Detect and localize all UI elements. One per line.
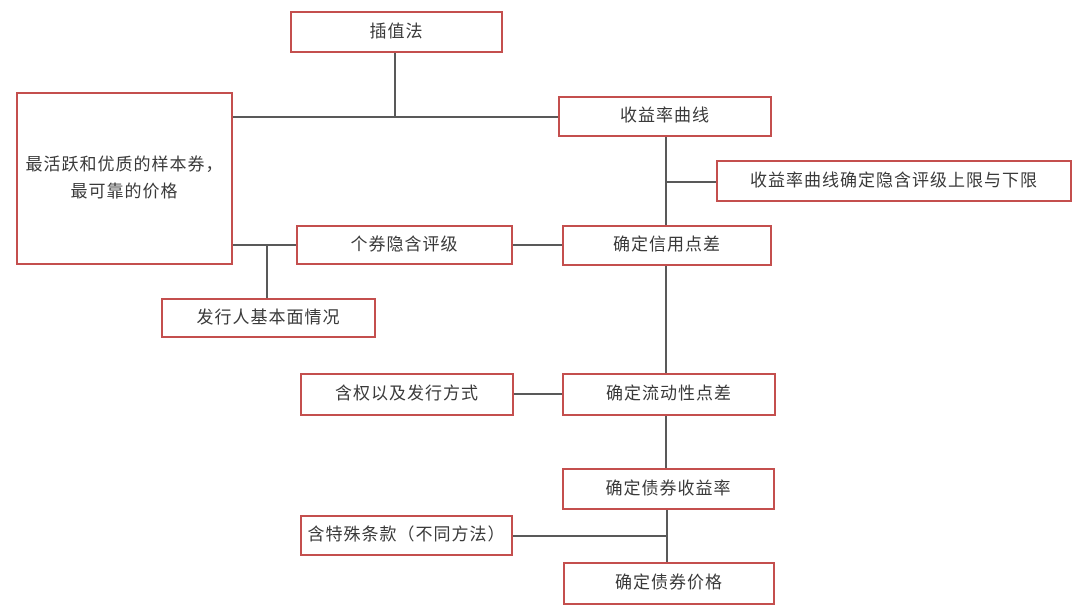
node-implied-rating: 个券隐含评级 [296,225,513,265]
connector-liquidity-to-bondyield [665,416,667,468]
connector-bondyield-to-bondprice [666,510,668,563]
node-sample-bonds: 最活跃和优质的样本券， 最可靠的价格 [16,92,233,265]
node-bond-price: 确定债券价格 [563,562,775,605]
connector-impliedrating-to-creditspread [513,244,562,246]
node-credit-spread: 确定信用点差 [562,225,772,266]
connector-option-to-liquidity [514,393,562,395]
node-bond-yield: 确定债券收益率 [562,468,775,510]
node-yield-curve: 收益率曲线 [558,96,772,137]
connector-branch-to-issuerfundamentals [266,245,268,298]
node-issuer-fundamentals: 发行人基本面情况 [161,298,376,338]
node-rating-bounds: 收益率曲线确定隐含评级上限与下限 [716,160,1072,202]
connector-branch-to-ratingbounds [666,181,716,183]
connector-specialclauses-join [513,535,667,537]
connector-samplebonds-to-yieldcurve [233,116,558,118]
connector-samplebonds-to-impliedrating [233,244,296,246]
node-option-issuance: 含权以及发行方式 [300,373,514,416]
node-liquidity-spread: 确定流动性点差 [562,373,776,416]
connector-interpolation-down [394,52,396,118]
connector-creditspread-to-liquidity [665,266,667,374]
node-special-clauses: 含特殊条款（不同方法） [300,515,513,556]
node-interpolation: 插值法 [290,11,503,53]
